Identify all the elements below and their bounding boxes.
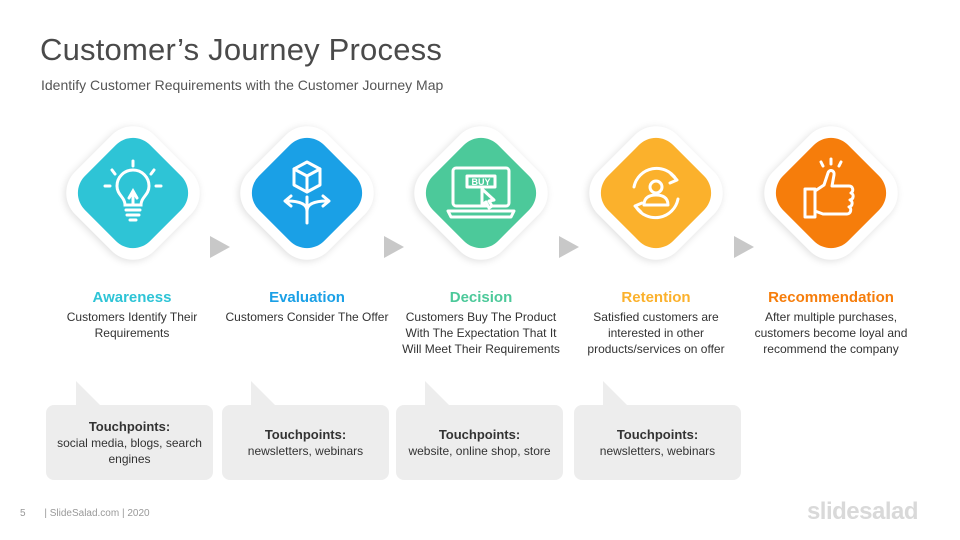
- touchpoint-text: website, online shop, store: [408, 444, 551, 458]
- thumbs-up-icon: [803, 157, 855, 219]
- page-number: 5: [20, 508, 26, 519]
- stage-name-decision: Decision: [449, 289, 513, 306]
- user-cycle-icon: [632, 166, 680, 220]
- flow-arrow: [734, 236, 754, 258]
- touchpoint-box: Touchpoints: website, online shop, store: [396, 405, 563, 480]
- touchpoint-title: Touchpoints:: [264, 427, 347, 442]
- stage-evaluation: [227, 113, 387, 273]
- stage-desc-awareness: Customers Identify Their Requirements: [66, 310, 198, 340]
- stage-awareness: [53, 113, 213, 273]
- stage-decision: BUY: [401, 113, 561, 273]
- lightbulb-icon: [103, 159, 163, 222]
- touchpoint-text: social media, blogs, search engines: [57, 436, 202, 466]
- stage-desc-decision: Customers Buy The Product With The Expec…: [402, 310, 560, 356]
- footer-text: | SlideSalad.com | 2020: [44, 508, 150, 519]
- touchpoint-box: Touchpoints: social media, blogs, search…: [46, 405, 213, 480]
- footer: 5 | SlideSalad.com | 2020: [20, 508, 150, 519]
- flow-arrow: [210, 236, 230, 258]
- touchpoint-box: Touchpoints: newsletters, webinars: [222, 405, 389, 480]
- box-decision-icon: [283, 160, 331, 225]
- callout-tail: [251, 381, 275, 405]
- touchpoint-title: Touchpoints:: [88, 419, 171, 434]
- stage-desc-evaluation: Customers Consider The Offer: [225, 310, 389, 324]
- touchpoint-text: newsletters, webinars: [247, 444, 364, 458]
- slide-title: Customer’s Journey Process: [40, 32, 443, 67]
- stage-desc-retention: Satisfied customers are interested in ot…: [587, 310, 725, 356]
- callout-tail: [76, 381, 100, 405]
- callout-tail: [425, 381, 449, 405]
- stage-name-retention: Retention: [621, 289, 691, 306]
- brand-logo: slidesalad: [806, 498, 919, 525]
- buy-button-icon: BUY: [446, 166, 516, 219]
- stage-name-awareness: Awareness: [92, 289, 172, 306]
- stage-retention: [576, 113, 736, 273]
- touchpoint-text: newsletters, webinars: [599, 444, 716, 458]
- stage-name-evaluation: Evaluation: [269, 289, 345, 306]
- flow-arrow: [559, 236, 579, 258]
- svg-text:BUY: BUY: [471, 177, 490, 187]
- touchpoint-title: Touchpoints:: [616, 427, 699, 442]
- touchpoint-title: Touchpoints:: [438, 427, 521, 442]
- stage-recommendation: [751, 113, 911, 273]
- stage-name-recommendation: Recommendation: [768, 289, 894, 306]
- flow-arrow: [384, 236, 404, 258]
- callout-tail: [603, 381, 627, 405]
- stage-desc-recommendation: After multiple purchases, customers beco…: [754, 310, 908, 356]
- touchpoint-box: Touchpoints: newsletters, webinars: [574, 405, 741, 480]
- slide-subtitle: Identify Customer Requirements with the …: [41, 77, 444, 93]
